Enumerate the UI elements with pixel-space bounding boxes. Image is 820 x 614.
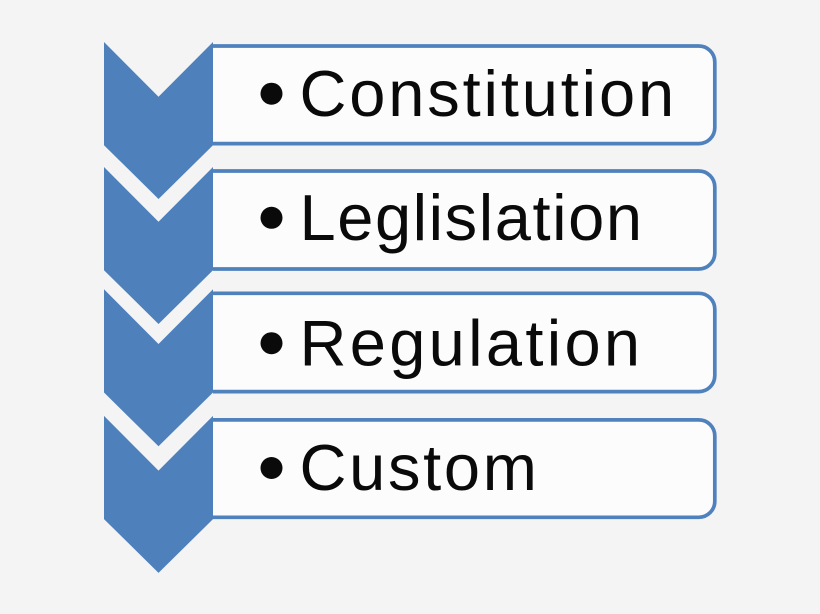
svg-text:Custom: Custom bbox=[300, 431, 540, 504]
svg-text:Regulation: Regulation bbox=[300, 307, 644, 380]
svg-text:Constitution: Constitution bbox=[300, 57, 677, 130]
svg-text:Leglislation: Leglislation bbox=[300, 181, 644, 254]
